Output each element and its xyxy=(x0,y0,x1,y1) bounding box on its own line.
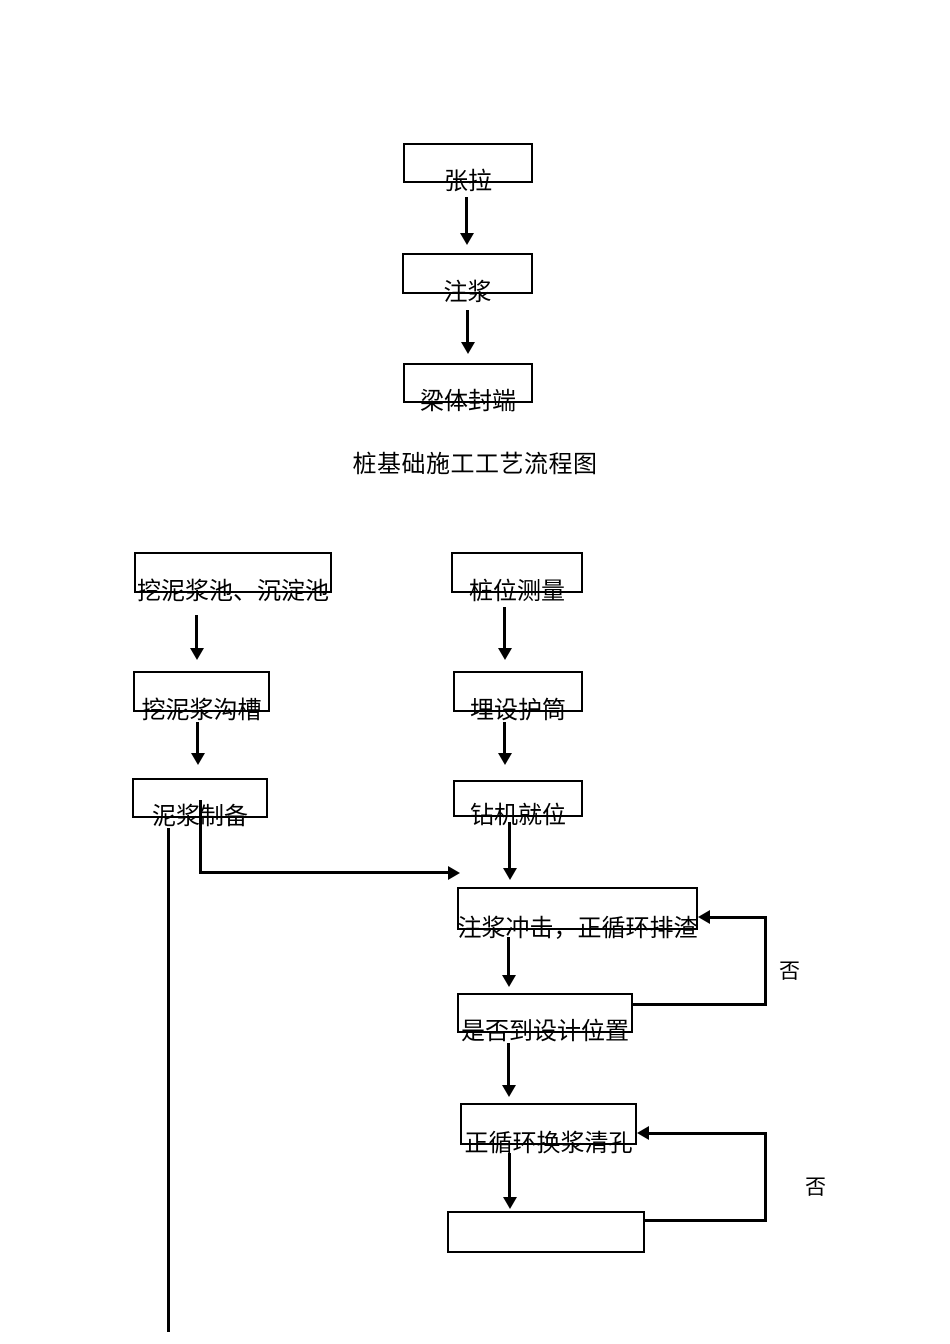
connector-line-prep-to-drilling xyxy=(199,871,449,874)
arrowhead-down-icon xyxy=(191,753,205,765)
arrow-line-cleaning-to-next xyxy=(508,1153,511,1198)
decision-no-label: 否 xyxy=(779,959,800,983)
arrowhead-left-icon xyxy=(698,910,710,924)
flow-node-label: 桩位测量 xyxy=(469,579,565,605)
arrow-line-grouting-to-endseal xyxy=(466,310,469,344)
arrowhead-down-icon xyxy=(503,868,517,880)
arrow-line-trench-to-prep xyxy=(196,722,199,755)
loop1-right-line xyxy=(764,916,767,1006)
arrowhead-down-icon xyxy=(190,648,204,660)
loop2-bottom-line xyxy=(645,1219,767,1222)
flow-node-label: 梁体封端 xyxy=(420,389,516,415)
loop1-top-line xyxy=(709,916,767,919)
flow-node-unlabeled xyxy=(447,1211,645,1253)
loop2-top-line xyxy=(648,1132,767,1135)
flow-node-label: 挖泥浆池、沉淀池 xyxy=(137,579,329,605)
flow-node-label: 注浆 xyxy=(443,280,492,306)
flow-node-dig-mud-trench: 挖泥浆沟槽 xyxy=(133,671,270,724)
flow-node-label: 注浆冲击，正循环排渣 xyxy=(457,916,698,942)
connector-line-mud-supply-long xyxy=(167,828,170,1332)
arrow-line-check-to-cleaning xyxy=(507,1043,510,1086)
flow-node-beam-end-sealing: 梁体封端 xyxy=(403,363,533,415)
flow-node-pile-survey: 桩位测量 xyxy=(451,552,583,605)
arrowhead-down-icon xyxy=(502,1085,516,1097)
connector-line-prep-down xyxy=(199,800,202,874)
arrowhead-right-icon xyxy=(448,866,460,880)
page-title: 桩基础施工工艺流程图 xyxy=(352,452,598,478)
arrowhead-left-icon xyxy=(637,1126,649,1140)
decision-no-label: 否 xyxy=(805,1175,826,1199)
arrowhead-down-icon xyxy=(503,1197,517,1209)
arrow-line-rig-to-drilling xyxy=(508,822,511,869)
arrowhead-down-icon xyxy=(498,648,512,660)
loop2-right-line xyxy=(764,1132,767,1222)
arrowhead-down-icon xyxy=(461,342,475,354)
arrow-line-casing-to-rig xyxy=(503,722,506,754)
flow-node-label: 埋设护筒 xyxy=(470,698,566,724)
flow-node-dig-mud-pool: 挖泥浆池、沉淀池 xyxy=(134,552,332,605)
arrow-line-survey-to-casing xyxy=(503,607,506,649)
arrow-line-pool-to-trench xyxy=(195,615,198,650)
flow-node-hole-cleaning: 正循环换浆清孔 xyxy=(460,1103,637,1157)
flow-node-design-depth-check: 是否到设计位置 xyxy=(457,993,633,1045)
flow-node-grouting: 注浆 xyxy=(402,253,533,306)
flow-node-label: 正循环换浆清孔 xyxy=(464,1131,633,1157)
flow-node-tensioning: 张拉 xyxy=(403,143,533,195)
flow-node-label: 是否到设计位置 xyxy=(461,1019,629,1045)
arrowhead-down-icon xyxy=(502,975,516,987)
flow-node-impact-drilling: 注浆冲击，正循环排渣 xyxy=(457,887,698,942)
flow-node-bury-casing: 埋设护筒 xyxy=(453,671,583,724)
loop1-bottom-line xyxy=(633,1003,767,1006)
flow-node-label: 挖泥浆沟槽 xyxy=(141,698,262,724)
arrow-line-tensioning-to-grouting xyxy=(465,197,468,235)
flow-node-label: 张拉 xyxy=(444,169,492,195)
flow-node-rig-in-place: 钻机就位 xyxy=(453,780,583,829)
arrowhead-down-icon xyxy=(498,753,512,765)
arrowhead-down-icon xyxy=(460,233,474,245)
flow-node-label: 钻机就位 xyxy=(470,803,566,829)
arrow-line-drilling-to-check xyxy=(507,937,510,976)
